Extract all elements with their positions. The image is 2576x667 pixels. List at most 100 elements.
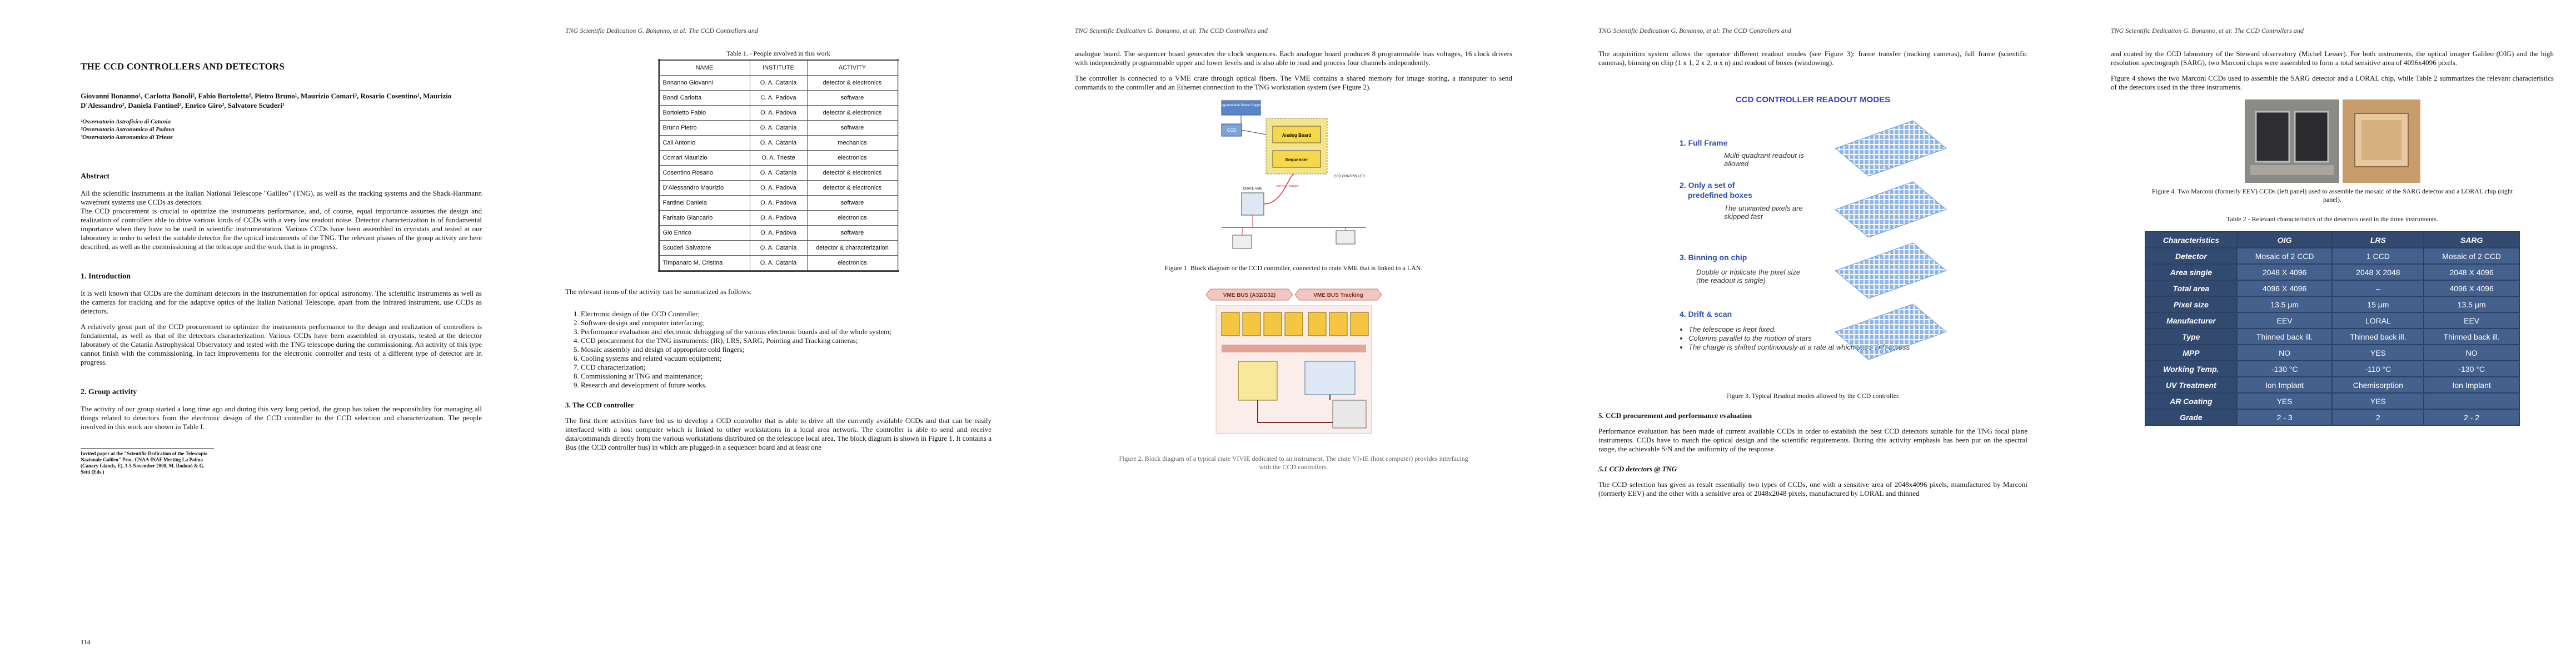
table-cell: Thinned back ill.: [2236, 328, 2333, 345]
list-item: Software design and computer interfacing…: [581, 318, 991, 327]
table-cell: 4096 X 4096: [2423, 280, 2520, 297]
figure-2-caption: Figure 2. Block diagram of a typical cra…: [1119, 455, 1468, 471]
running-header: TNG Scientific Dedication G. Bonanno, et…: [565, 27, 758, 34]
optical-fiber-line: [1263, 173, 1294, 205]
vme-bus-right-banner: [1294, 288, 1382, 301]
loral-chip-photo: [2342, 99, 2420, 183]
group-heading: 2. Group activity: [81, 388, 137, 396]
page-4: TNG Scientific Dedication G. Bonanno, et…: [1546, 0, 2061, 667]
table-cell: electronics: [806, 255, 899, 271]
bullet: The telescope is kept fixed.: [1688, 325, 1910, 334]
fig1-label: Sequencer: [1285, 157, 1308, 162]
connector: [1241, 130, 1266, 135]
list-intro: The relevant items of the activity can b…: [565, 287, 752, 296]
page-1: THE CCD CONTROLLERS AND DETECTORS Giovan…: [0, 0, 515, 667]
table-header: INSTITUTE: [749, 59, 808, 76]
table-header: NAME: [658, 59, 750, 76]
bus-bar: [1221, 345, 1366, 352]
row-header: Detector: [2145, 247, 2238, 265]
abstract-paragraph: All the scientific instruments at the It…: [81, 189, 482, 206]
mode-label: 4. Drift & scan: [1680, 310, 1732, 318]
table-cell: 1 CCD: [2331, 247, 2425, 265]
board: [1284, 312, 1303, 336]
mode-note: Multi-quadrant readout is allowed: [1724, 151, 1804, 168]
ccd-grid: [1835, 242, 1947, 299]
mode-label: 2. Only a set of: [1680, 181, 1735, 190]
activity-list: Electronic design of the CCD Controller;…: [565, 310, 991, 390]
body-paragraph: analogue board. The sequencer board gene…: [1075, 49, 1512, 67]
row-header: Grade: [2145, 409, 2238, 426]
sequencer-box: [1272, 150, 1321, 168]
table-cell: electronics: [806, 210, 899, 226]
table-cell: O. A. Trieste: [749, 150, 808, 166]
table-cell: -110 °C: [2331, 360, 2425, 377]
table-cell: 2048 X 2048: [2331, 263, 2425, 281]
section5-paragraph: Performance evaluation has been made of …: [1598, 427, 2027, 453]
fig1-label: CCD CONTROLLER: [1334, 175, 1365, 178]
row-header: Type: [2145, 328, 2238, 345]
table1-caption: Table 1. - People involved in this work: [726, 49, 830, 57]
board: [1263, 312, 1282, 336]
author-list: Giovanni Bonanno¹, Carlotta Bonoli², Fab…: [81, 92, 452, 109]
intro-paragraph: It is well known that CCDs are the domin…: [81, 289, 482, 315]
table-header: SARG: [2423, 231, 2520, 248]
table-cell: Timpanaro M. Cristina: [658, 255, 750, 271]
power-supply-box: [1221, 100, 1260, 116]
memory-box: [1238, 361, 1277, 401]
figure-2-vme-diagram: VME BUS (A32/D32) VME BUS Tracking: [1204, 283, 1383, 450]
mode-label: 3. Binning on chip: [1680, 253, 1747, 262]
table-cell: Fantinel Daniela: [658, 195, 750, 211]
table-cell: 2 - 2: [2423, 409, 2520, 426]
mode-note: The unwanted pixels are skipped fast: [1724, 204, 1803, 221]
fig1-label: CRATE VME: [1243, 187, 1262, 191]
mode-label: 1. Full Frame: [1680, 138, 1728, 147]
list-item: CCD characterization;: [581, 363, 991, 372]
table-cell: O. A. Padova: [749, 210, 808, 226]
table-cell: 13.5 μm: [2236, 296, 2333, 313]
section3-heading: 3. The CCD controller: [565, 401, 634, 409]
table-cell: O. A. Padova: [749, 225, 808, 241]
bullet: Columns parallel to the motion of stars: [1688, 334, 1910, 343]
table-cell: mechanics: [806, 135, 899, 151]
vme-bus-right-label: VME BUS Tracking: [1313, 292, 1363, 298]
paper-title: THE CCD CONTROLLERS AND DETECTORS: [81, 61, 285, 72]
table-cell: YES: [2331, 392, 2425, 410]
table-cell: software: [806, 225, 899, 241]
section51-paragraph: The CCD selection has given as result es…: [1598, 480, 2027, 497]
section5-heading: 5. CCD procurement and performance evalu…: [1598, 411, 1752, 420]
table-cell: Thinned back ill.: [2423, 328, 2520, 345]
table-cell: -130 °C: [2423, 360, 2520, 377]
table-cell: 15 μm: [2331, 296, 2425, 313]
table-cell: [2423, 392, 2520, 410]
table-cell: LORAL: [2331, 312, 2425, 329]
table-cell: detector & electronics: [806, 75, 899, 91]
section3-paragraph: The first three activities have led us t…: [565, 416, 991, 451]
section51-heading: 5.1 CCD detectors @ TNG: [1598, 465, 1677, 473]
table-cell: electronics: [806, 150, 899, 166]
list-item: CCD procurement for the TNG instruments:…: [581, 336, 991, 345]
fig1-label: Programmable Power Supplies: [1218, 104, 1264, 107]
figure-3-readout-modes: CCD CONTROLLER READOUT MODES 1. Full Fra…: [1657, 76, 1969, 387]
workstation-icon: [1336, 230, 1355, 245]
fig1-label: CCD: [1227, 128, 1237, 133]
readout-title: CCD CONTROLLER READOUT MODES: [1735, 95, 1891, 104]
table-cell: O. A. Catania: [749, 255, 808, 271]
table-cell: EEV: [2423, 312, 2520, 329]
list-item: Commissioning at TNG and maintenance;: [581, 372, 991, 381]
body-paragraph: The acquisition system allows the operat…: [1598, 49, 2027, 67]
table-cell: -130 °C: [2236, 360, 2333, 377]
body-paragraph: and coated by the CCD laboratory of the …: [2111, 49, 2554, 67]
connector: [1257, 400, 1333, 423]
vme-bus-left-banner: [1205, 288, 1293, 301]
vme-bus-left-label: VME BUS (A32/D32): [1223, 292, 1275, 298]
table-cell: O. A. Catania: [749, 240, 808, 256]
page-number: 114: [81, 638, 91, 646]
